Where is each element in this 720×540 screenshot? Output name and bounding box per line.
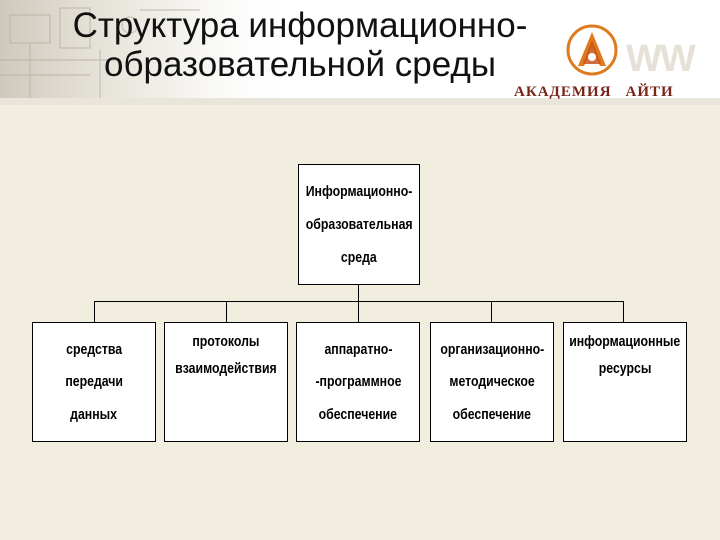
root-node-line: образовательная [306, 216, 413, 233]
node-line: методическое [449, 373, 534, 390]
node-line: взаимодействия [175, 360, 277, 377]
node-organizational-methodical: организационно- методическое обеспечение [430, 322, 554, 442]
node-line: обеспечение [319, 406, 397, 423]
node-hardware-software: аппаратно- -программное обеспечение [296, 322, 420, 442]
connector-child-2 [226, 301, 227, 322]
node-line: передачи [65, 373, 123, 390]
node-line: протоколы [192, 333, 259, 350]
connector-root-down [358, 285, 359, 302]
connector-child-5 [623, 301, 624, 322]
node-information-resources: информационные ресурсы [563, 322, 687, 442]
node-transmission-means: средства передачи данных [32, 322, 156, 442]
root-node-line: среда [341, 249, 377, 266]
node-line: организационно- [440, 341, 544, 358]
connector-child-3 [358, 301, 359, 322]
node-line: аппаратно- [324, 341, 392, 358]
node-protocols: протоколы взаимодействия [164, 322, 288, 442]
connector-child-4 [491, 301, 492, 322]
connector-horizontal [94, 301, 624, 302]
root-node-line: Информационно- [306, 183, 413, 200]
node-line: обеспечение [453, 406, 531, 423]
root-node: Информационно- образовательная среда [298, 164, 420, 285]
node-line: данных [71, 406, 118, 423]
node-line: средства [66, 341, 122, 358]
connector-child-1 [94, 301, 95, 322]
node-line: ресурсы [599, 360, 652, 377]
node-line: -программное [315, 373, 401, 390]
node-line: информационные [569, 333, 680, 350]
